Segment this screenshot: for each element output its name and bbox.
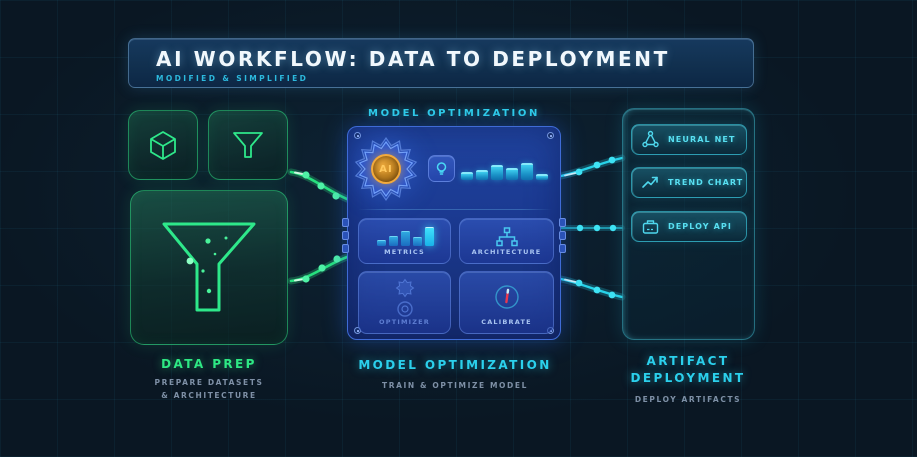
artifact-deployment-footer: ARTIFACT DEPLOYMENT DEPLOY ARTIFACTS — [610, 353, 766, 406]
screw-icon — [354, 132, 361, 139]
calibrate-card[interactable]: CALIBRATE — [459, 271, 554, 334]
model-optimization-panel-title: MODEL OPTIMIZATION — [368, 108, 540, 119]
gear-target-icon — [395, 278, 414, 317]
deploy-api-icon — [641, 217, 660, 236]
data-prep-subtitle-line2: & ARCHITECTURE — [161, 391, 257, 401]
architecture-label: ARCHITECTURE — [471, 248, 542, 256]
artifact-title-line2: DEPLOYMENT — [630, 371, 746, 386]
data-prep-cube-card[interactable] — [128, 110, 198, 180]
port — [559, 218, 566, 227]
data-prep-main-card[interactable] — [130, 190, 288, 345]
data-prep-subtitle-line1: PREPARE DATASETS — [154, 378, 264, 387]
port — [342, 231, 349, 240]
trend-chart-button[interactable]: TREND CHART — [631, 167, 747, 198]
data-prep-filter-card[interactable] — [208, 110, 288, 180]
metrics-label: METRICS — [384, 248, 425, 256]
neural-net-label: NEURAL NET — [668, 135, 736, 144]
model-optimization-footer: MODEL OPTIMIZATION TRAIN & OPTIMIZE MODE… — [345, 357, 565, 393]
panel-divider — [358, 209, 552, 210]
gauge-icon — [494, 285, 519, 309]
architecture-card[interactable]: ARCHITECTURE — [459, 218, 554, 264]
port — [559, 231, 566, 240]
model-optimization-subtitle: TRAIN & OPTIMIZE MODEL — [382, 381, 528, 391]
trend-chart-label: TREND CHART — [668, 178, 744, 187]
calibrate-label: CALIBRATE — [481, 318, 532, 326]
trend-chart-icon — [641, 173, 660, 192]
artifact-subtitle: DEPLOY ARTIFACTS — [634, 394, 742, 404]
lightbulb-button[interactable] — [428, 155, 455, 182]
port — [559, 244, 566, 253]
metrics-card[interactable]: METRICS — [358, 218, 451, 264]
funnel-icon — [233, 132, 263, 158]
deploy-api-label: DEPLOY API — [668, 222, 732, 231]
data-prep-footer: DATA PREP PREPARE DATASETS & ARCHITECTUR… — [128, 357, 290, 402]
optimizer-card[interactable]: OPTIMIZER — [358, 271, 451, 334]
neural-net-icon — [641, 130, 660, 149]
bar-chart-icon — [377, 226, 437, 246]
model-optimization-title: MODEL OPTIMIZATION — [358, 358, 552, 372]
equalizer-bars — [461, 162, 551, 180]
screw-icon — [547, 132, 554, 139]
connector-beads — [302, 171, 341, 283]
page-subtitle: MODIFIED & SIMPLIFIED — [156, 74, 309, 83]
cube-icon — [150, 131, 176, 160]
port — [342, 244, 349, 253]
port — [342, 218, 349, 227]
neural-net-button[interactable]: NEURAL NET — [631, 124, 747, 155]
data-prep-title: DATA PREP — [161, 357, 257, 371]
optimizer-label: OPTIMIZER — [379, 318, 430, 326]
ai-badge[interactable]: AI — [371, 154, 401, 184]
tree-icon — [495, 227, 518, 247]
large-funnel-icon — [162, 222, 256, 311]
deploy-api-button[interactable]: DEPLOY API — [631, 211, 747, 242]
model-optimization-panel: AI METRICS ARCHITECTURE — [342, 126, 566, 340]
artifact-title-line1: ARTIFACT — [646, 354, 730, 368]
header-panel: AI WORKFLOW: DATA TO DEPLOYMENT MODIFIED… — [128, 38, 754, 88]
page-title: AI WORKFLOW: DATA TO DEPLOYMENT — [156, 47, 670, 71]
lightbulb-icon — [436, 161, 447, 175]
artifact-deployment-panel: NEURAL NET TREND CHART DEPLOY API — [622, 108, 755, 340]
